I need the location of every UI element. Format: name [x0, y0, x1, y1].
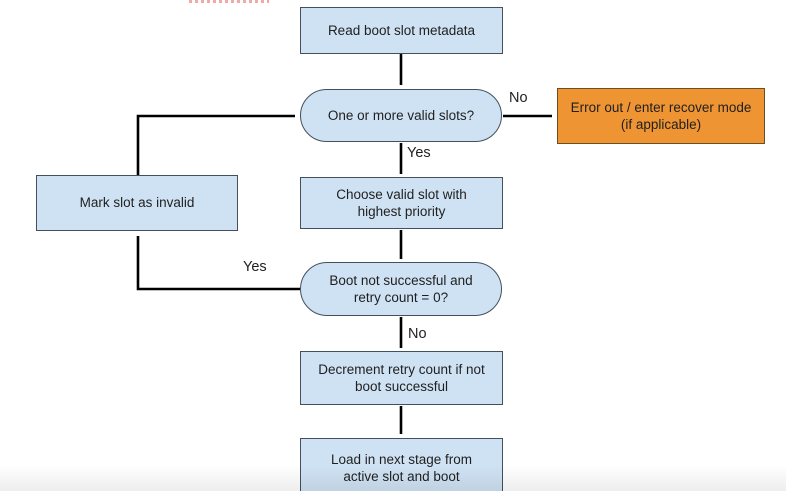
node-label: Boot not successful and retry count = 0?: [329, 272, 473, 305]
node-label: Choose valid slot with highest priority: [336, 186, 467, 219]
node-label: One or more valid slots?: [327, 107, 475, 123]
node-error-out-recover-mode: Error out / enter recover mode (if appli…: [557, 88, 765, 144]
arrow-bootretry-yes-to-markinvalid: [136, 236, 300, 291]
node-label: Mark slot as invalid: [79, 195, 195, 211]
edge-label-yes-valid-slots: Yes: [407, 145, 431, 161]
node-label: Decrement retry count if not boot succes…: [318, 361, 485, 394]
node-choose-valid-slot: Choose valid slot with highest priority: [300, 177, 503, 229]
clipped-red-text-artifact: [189, 0, 269, 3]
edge-label-yes-boot-retry: Yes: [243, 259, 267, 275]
node-decrement-retry-count: Decrement retry count if not boot succes…: [300, 351, 503, 405]
edge-label-no-boot-retry: No: [408, 326, 427, 342]
node-label: Load in next stage from active slot and …: [330, 451, 473, 484]
node-one-or-more-valid-slots: One or more valid slots?: [300, 89, 502, 142]
node-read-boot-slot-metadata: Read boot slot metadata: [300, 7, 503, 54]
node-boot-not-successful: Boot not successful and retry count = 0?: [300, 262, 502, 316]
node-mark-slot-invalid: Mark slot as invalid: [36, 175, 238, 231]
node-label: Read boot slot metadata: [327, 22, 476, 38]
node-label: Error out / enter recover mode (if appli…: [570, 99, 752, 132]
arrow-markinvalid-to-validslots: [136, 114, 295, 175]
edge-label-no-valid-slots: No: [509, 90, 528, 106]
node-load-next-stage: Load in next stage from active slot and …: [300, 438, 503, 491]
